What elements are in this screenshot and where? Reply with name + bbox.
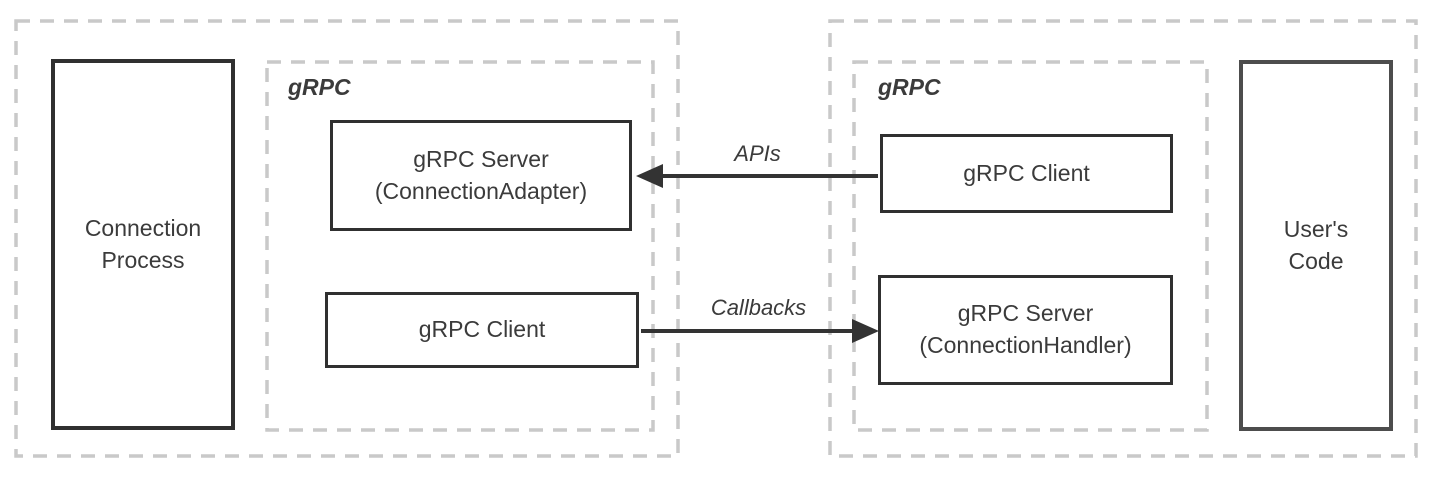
left-grpc-dashed-container	[265, 60, 655, 432]
grpc-server-connection-adapter-box: gRPC Server (ConnectionAdapter)	[330, 120, 632, 231]
connection-process-label: Connection Process	[84, 214, 202, 273]
left-process-dashed-container	[14, 19, 680, 458]
left-grpc-container-label: gRPC	[288, 74, 351, 100]
grpc-server-connection-adapter-label: gRPC Server (ConnectionAdapter)	[374, 145, 588, 204]
connection-process-box: Connection Process	[51, 59, 235, 430]
apis-arrow-head-left-icon	[636, 164, 663, 188]
grpc-server-connection-handler-box: gRPC Server (ConnectionHandler)	[878, 275, 1173, 385]
grpc-server-connection-handler-label: gRPC Server (ConnectionHandler)	[919, 300, 1132, 358]
callbacks-arrow-head-right-icon	[852, 319, 879, 343]
left-grpc-client-box: gRPC Client	[325, 292, 639, 368]
callbacks-arrow-label: Callbacks	[710, 295, 807, 320]
right-grpc-client-label: gRPC Client	[963, 159, 1090, 186]
right-grpc-container-label: gRPC	[878, 74, 941, 100]
right-grpc-dashed-container	[852, 60, 1209, 432]
apis-arrow-label: APIs	[734, 141, 781, 166]
right-process-dashed-container	[828, 19, 1418, 458]
users-code-label: User's Code	[1283, 215, 1349, 274]
left-grpc-client-label: gRPC Client	[418, 316, 546, 343]
users-code-box: User's Code	[1239, 60, 1393, 431]
right-grpc-client-box: gRPC Client	[880, 134, 1173, 213]
